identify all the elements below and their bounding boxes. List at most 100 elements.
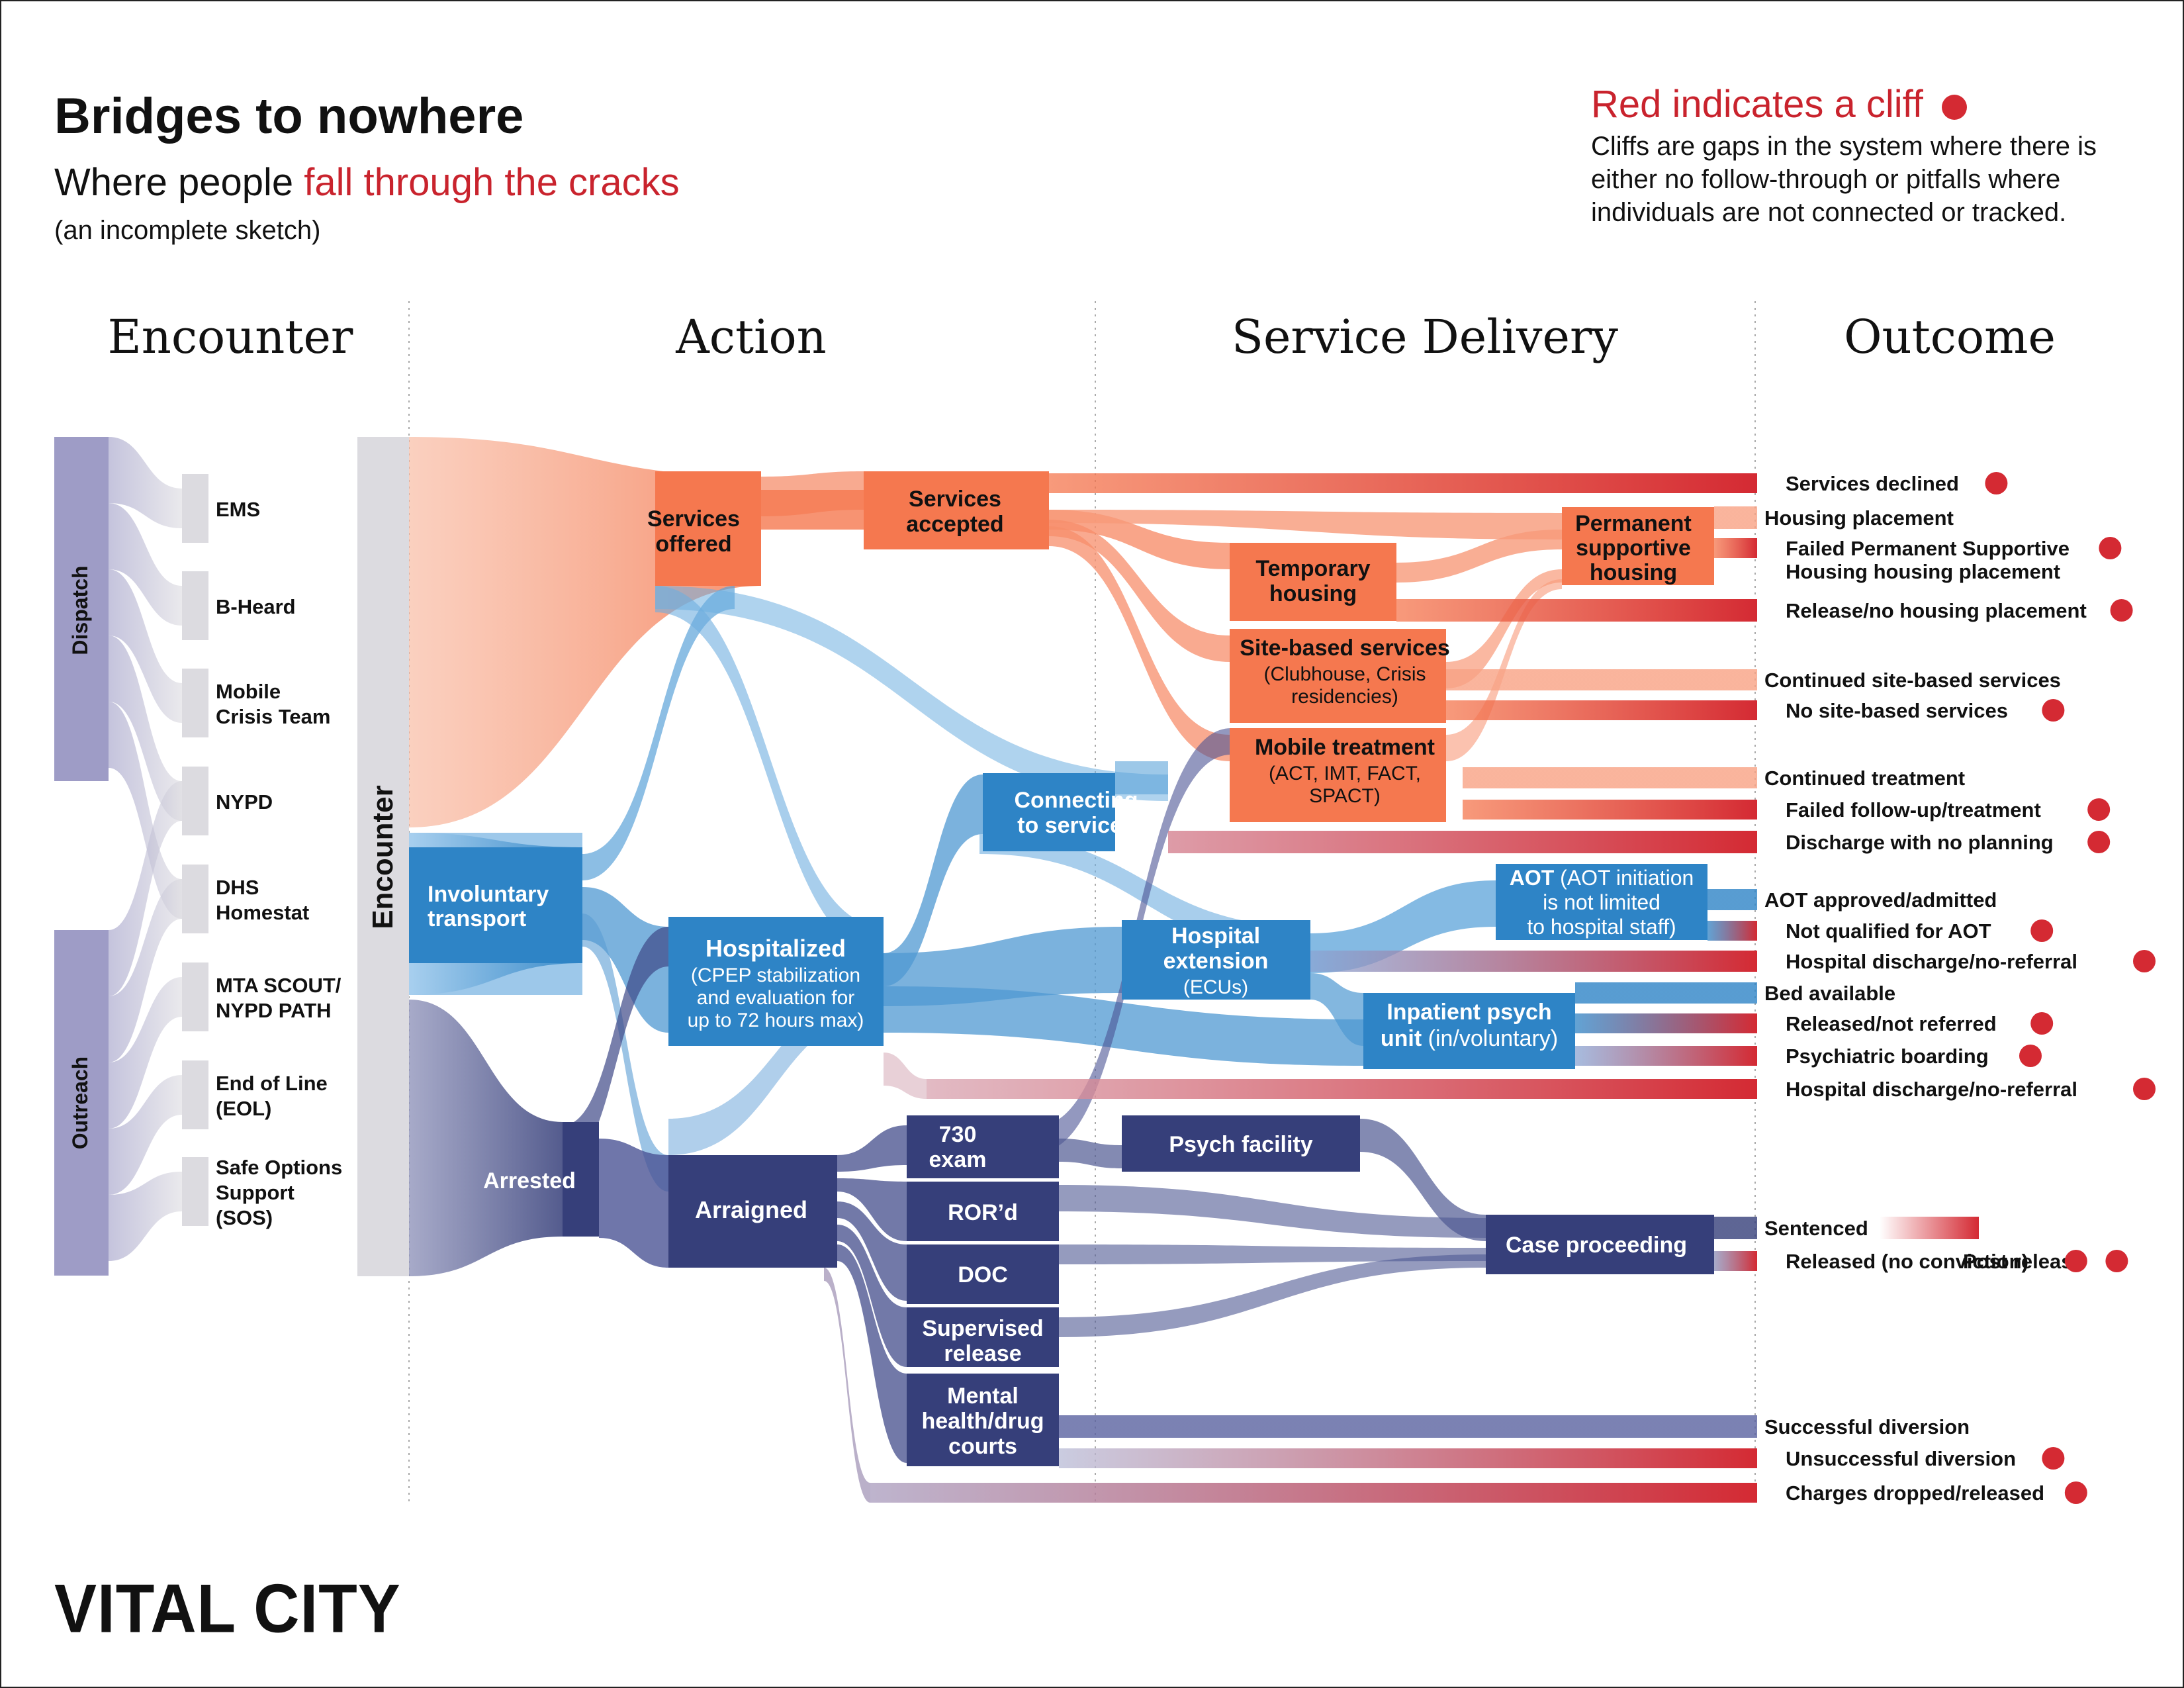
source-bar [182,767,208,835]
node-sub-hospitalized: (CPEP stabilization [691,964,860,986]
node-title-involuntary_transport: Involuntary [428,882,549,907]
node-services_offered [655,471,761,586]
source-label-ems: EMS [216,498,260,521]
arrested-to-hospitalized [563,927,668,1165]
source-bar [182,865,208,933]
hospitalized-to-connecting [884,774,983,986]
flow-to-arrested [409,1000,563,1276]
accepted-to-psh [1049,510,1562,539]
source-bar [182,669,208,737]
outcome-flow [1168,831,1757,853]
node-doc [907,1244,1059,1304]
node-title-involuntary_transport: transport [428,906,526,931]
outcome-flow [1059,1448,1757,1468]
node-arrested [563,1122,599,1237]
outcome-label-o1: Services declined [1786,472,1959,495]
cliff-dot-icon [2110,599,2133,622]
node-title-arrested: Arrested [483,1168,576,1194]
outcome-label-o17: Sentenced [1764,1217,1868,1240]
temp-to-psh [1396,530,1562,583]
arraigned-to-dropped [824,1268,870,1503]
source-label-mta: MTA SCOUT/ [216,974,341,997]
node-title-psych_facility: Psych facility [1169,1132,1312,1157]
node-sub-aot: to hospital staff) [1527,915,1676,939]
stage-encounter: Encounter [107,310,353,364]
cliff-dot-icon [2105,1250,2128,1272]
arraigned-to-doc [837,1201,907,1301]
node-hospitalized [668,917,884,1046]
outcome-flow [870,1483,1757,1503]
outcome-flow [1463,800,1757,820]
node-title-inpatient: unit (in/voluntary) [1381,1026,1558,1051]
node-title-services_offered: Services [647,506,740,532]
outreach-flow [109,879,182,1062]
involuntary-to-arraigned [582,914,668,1192]
hospitalized-to-extension [884,927,1122,1006]
doc-to-case [1059,1244,1486,1264]
node-title-mhcourts: Mental [947,1383,1019,1409]
site-to-psh [1446,569,1562,688]
node-mobile_treatment [1230,728,1446,822]
node-title-connecting: Connecting [1015,788,1138,813]
dispatch-flow [109,503,182,626]
node-psych_facility [1122,1115,1360,1172]
node-exam730 [907,1115,1059,1178]
outreach-flow [109,781,182,996]
outcome-flow [1707,921,1757,941]
node-mhcourts [907,1374,1059,1466]
outcome-label-o21: Unsuccessful diversion [1786,1447,2016,1470]
node-temporary_housing [1230,543,1396,621]
cliff-dot-icon [1941,94,1967,120]
hospitalized-to-inpatient [884,986,1363,1066]
node-site_based [1230,629,1446,723]
extension-to-aot [1310,880,1496,973]
arraigned-to-730 [837,1125,907,1172]
node-sub-mobile_treatment: (ACT, IMT, FACT, [1269,763,1421,784]
node-inpatient [1363,993,1575,1069]
cliff-dot-icon [2099,537,2122,559]
node-rord [907,1182,1059,1241]
node-arraigned [668,1155,837,1268]
involuntary-to-services [582,586,735,880]
node-sub-hospitalized: up to 72 hours max) [688,1009,864,1031]
involuntary-to-hospitalized [582,887,668,1033]
source-bar [182,1157,208,1226]
encounter-bar [357,437,409,1276]
dispatch-flow [109,635,182,821]
node-aot [1496,864,1707,940]
outcome-flow [1575,982,1757,1004]
node-title-hospital_extension: Hospital [1171,923,1260,949]
dispatch-flow [109,702,182,919]
outreach-flow [109,1075,182,1195]
source-label-sos: Safe Options [216,1156,342,1179]
node-title-doc: DOC [958,1262,1008,1288]
cliff-dot-icon [2087,831,2111,853]
outcome-label-o10: AOT approved/admitted [1764,888,1997,912]
node-sub-hospital_extension: (ECUs) [1183,976,1248,998]
outcome-flow [1446,669,1757,690]
outcome-label-o3: Failed Permanent Supportive [1786,537,2070,560]
node-title-temporary_housing: housing [1269,581,1357,606]
legend-description: Cliffs are gaps in the system where ther… [1591,132,2097,227]
node-title-rord: ROR’d [948,1200,1018,1225]
outcome-label-o14: Released/not referred [1786,1012,1997,1035]
source-label-mct: Mobile [216,680,281,703]
node-sub-site_based: (Clubhouse, Crisis [1263,663,1426,685]
node-title-services_offered: offered [655,532,731,557]
page-title: Bridges to nowhere [54,88,524,144]
source-label-sos: (SOS) [216,1206,273,1229]
source-label-mct: Crisis Team [216,705,330,728]
node-title-exam730: exam [929,1147,987,1172]
rord-to-case [1059,1185,1486,1238]
stage-outcome: Outcome [1844,310,2056,364]
hospitalized-to-arraigned [668,986,884,1155]
outcome-label-o2: Housing placement [1764,506,1954,530]
node-title-psh: supportive [1576,536,1691,561]
source-bar [182,571,208,640]
outcome-flow [1310,951,1757,972]
subtitle-highlight: fall through the cracks [304,161,680,204]
outcome-label-o8: Failed follow-up/treatment [1786,798,2041,821]
node-involuntary_transport [409,847,582,963]
cliff-dot-icon [2030,1012,2054,1035]
